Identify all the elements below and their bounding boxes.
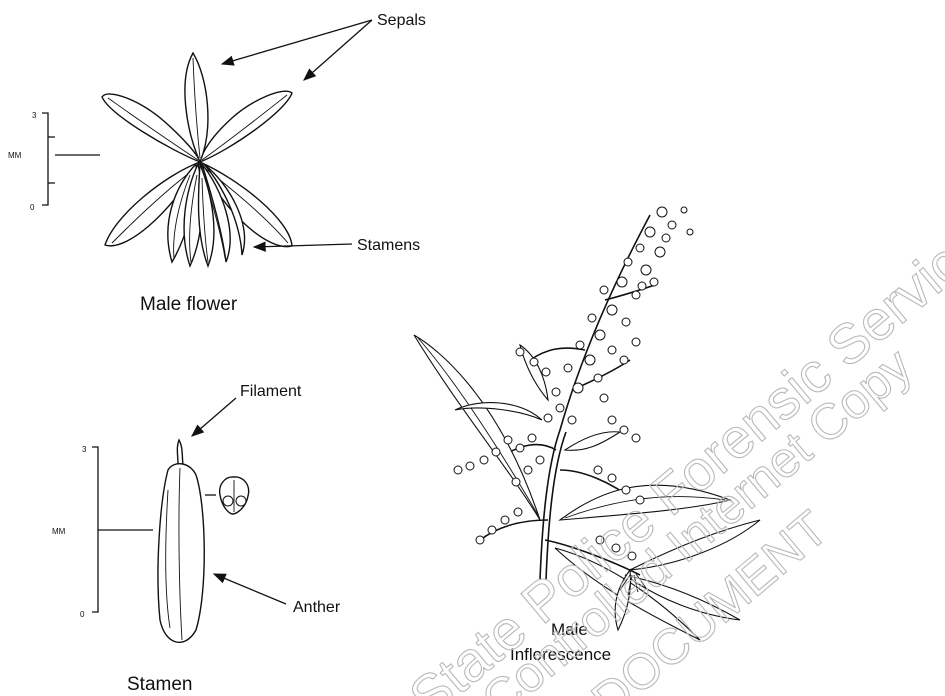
stamen-drawing xyxy=(158,440,249,642)
male-flower-caption: Male flower xyxy=(140,294,238,315)
sepals-arrow-2 xyxy=(304,20,372,80)
flower-scale-unit: MM xyxy=(8,151,22,160)
flower-scale-top: 3 xyxy=(32,111,37,120)
sepals-label: Sepals xyxy=(377,12,426,29)
filament-arrow xyxy=(192,398,236,436)
anther-label: Anther xyxy=(293,599,341,616)
flower-scale-bottom: 0 xyxy=(30,203,35,212)
stamen-scale-unit: MM xyxy=(52,527,66,536)
pollen-grain-icon xyxy=(205,477,249,514)
stamens-label: Stamens xyxy=(357,237,420,254)
watermark: State Police Forensic Services Controlle… xyxy=(397,193,945,696)
male-flower-drawing xyxy=(102,53,292,266)
stamen-scale: 3 MM 0 xyxy=(52,445,153,619)
stamens-arrow xyxy=(254,244,352,247)
flower-scale: 3 MM 0 xyxy=(8,111,100,212)
sepals-arrow-1 xyxy=(222,20,372,64)
stamen-caption: Stamen xyxy=(127,674,192,695)
stamen-scale-bottom: 0 xyxy=(80,610,85,619)
anther-arrow xyxy=(214,574,286,604)
filament-label: Filament xyxy=(240,383,302,400)
stamen-scale-top: 3 xyxy=(82,445,87,454)
